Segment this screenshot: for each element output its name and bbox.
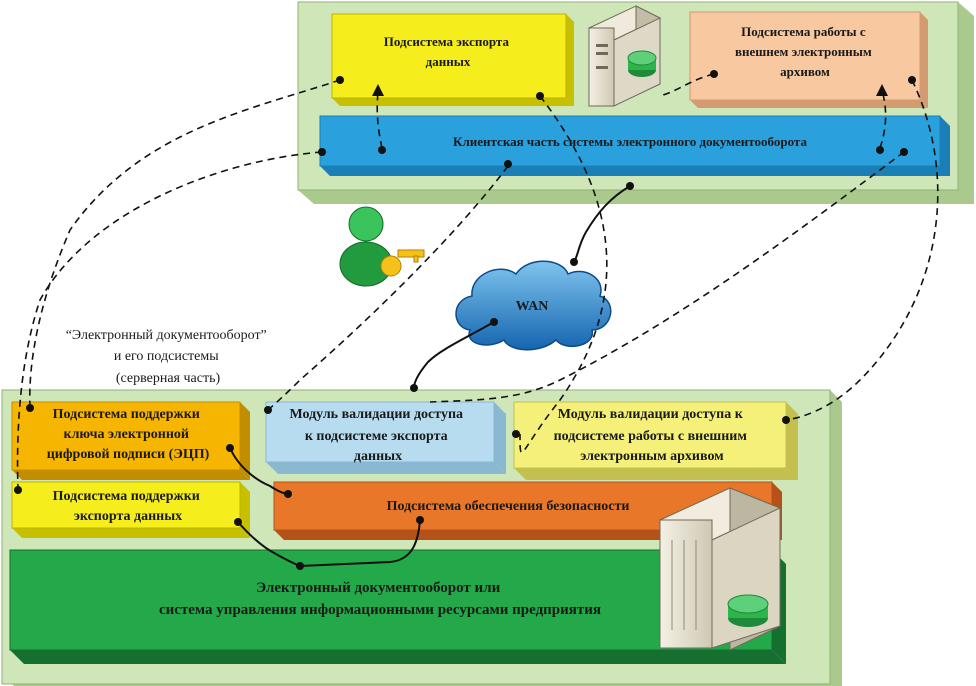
archive-box-line: архивом <box>780 64 830 79</box>
export-box-line: Подсистема экспорта <box>384 34 510 49</box>
export-subsystem-box: Подсистема экспорта данных <box>331 13 574 106</box>
svg-text:Подсистема поддержки экс: Подсистема поддержки экспорта данных <box>53 489 204 524</box>
validation-export-box: Модуль валидации доступа к подсистеме эк… <box>265 401 506 474</box>
archive-box-line: Подсистема работы с <box>741 24 866 39</box>
user-key-icon <box>339 206 425 287</box>
client-server-icon <box>587 5 662 107</box>
svg-text:Модуль валидации доступа: Модуль валидации доступа к подсистеме эк… <box>289 407 466 464</box>
svg-text:Подсистема работы с внеш: Подсистема работы с внешнем электронным … <box>735 24 875 79</box>
wan-label: WAN <box>516 299 549 314</box>
server-tower-icon <box>658 487 782 651</box>
svg-text:Подсистема поддержки клю: Подсистема поддержки ключа электронной ц… <box>47 407 210 462</box>
wan-cloud: WAN <box>455 260 612 351</box>
dashed-link-dots <box>14 70 916 494</box>
validation-archive-box: Модуль валидации доступа к подсистеме ра… <box>513 401 798 480</box>
solid-link-dots <box>226 182 634 570</box>
svg-text:Модуль валидации доступа к: Модуль валидации доступа к подсистеме ра… <box>554 407 751 464</box>
arrowheads <box>372 84 888 96</box>
svg-text:Электронный документооборот ил: Электронный документооборот или система … <box>159 580 601 618</box>
client-bar-label: Клиентская часть системы электронного до… <box>453 134 807 149</box>
ecp-subsystem-box: Подсистема поддержки ключа электронной ц… <box>11 401 250 480</box>
archive-subsystem-box: Подсистема работы с внешнем электронным … <box>689 11 928 108</box>
server-caption: “Электронный документооборот” и его подс… <box>66 328 271 386</box>
client-part-bar: Клиентская часть системы электронного до… <box>319 115 950 176</box>
export-box-line: данных <box>426 54 471 69</box>
security-label: Подсистема обеспечения безопасности <box>387 499 630 514</box>
export-support-box: Подсистема поддержки экспорта данных <box>11 481 250 538</box>
edms-box: Электронный документооборот или система … <box>9 549 786 664</box>
archive-box-line: внешнем электронным <box>735 44 872 59</box>
solid-links <box>229 185 631 567</box>
dashed-links <box>16 73 939 491</box>
svg-text:Подсистема экспорта данн: Подсистема экспорта данных <box>384 34 512 69</box>
